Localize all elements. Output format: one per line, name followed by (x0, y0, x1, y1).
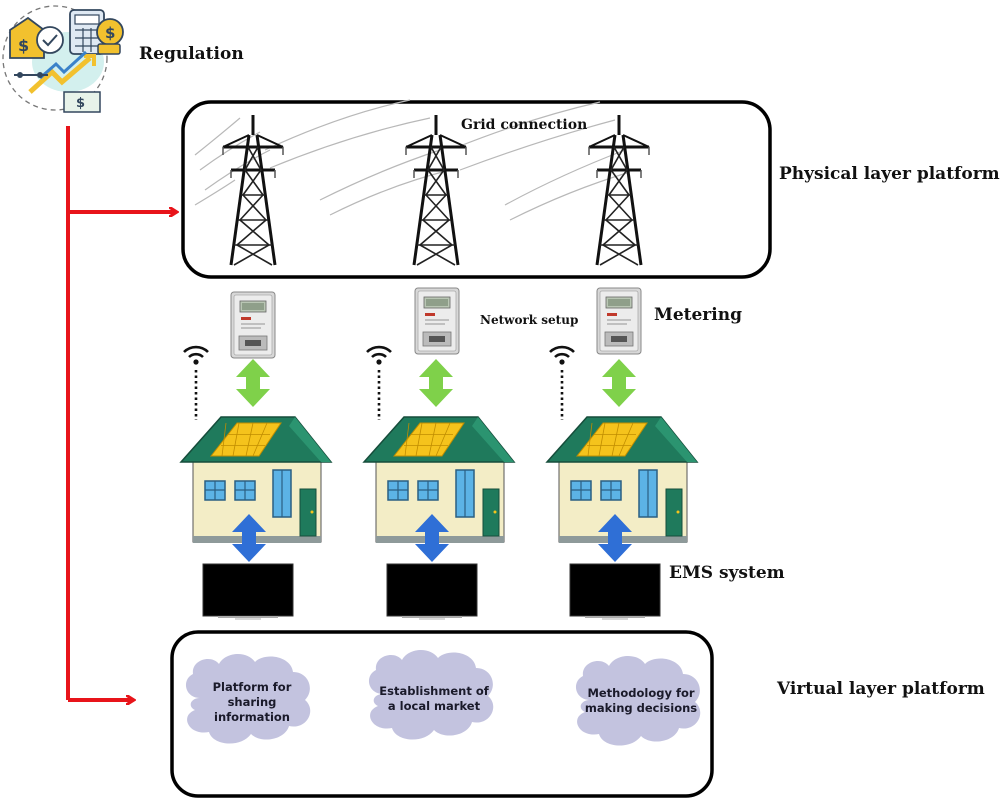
smart-meter-icon (230, 291, 276, 359)
virtual-layer-label: Virtual layer platform (777, 679, 985, 699)
ems-system-label: EMS system (669, 563, 785, 583)
cloud-label-decisions: Methodology for making decisions (584, 686, 698, 715)
wifi-icon (548, 345, 576, 422)
svg-text:$: $ (76, 96, 85, 111)
svg-text:$: $ (18, 36, 29, 55)
cloud-label-local-market: Establishment of a local market (379, 684, 489, 713)
metering-label: Metering (654, 305, 742, 325)
metering-arrow (602, 359, 636, 407)
regulation-icon: $ $ $ (2, 5, 124, 113)
monitor-icon (569, 563, 661, 620)
regulation-label: Regulation (139, 44, 244, 64)
cloud-label-platform: Platform for sharing information (212, 680, 292, 724)
monitor-icon (386, 563, 478, 620)
regulation-connector (66, 126, 176, 700)
network-setup-label: Network setup (480, 313, 579, 327)
svg-text:$: $ (105, 24, 115, 42)
smart-meter-icon (414, 287, 460, 355)
smart-meter-icon (596, 287, 642, 355)
monitor-icon (202, 563, 294, 620)
wifi-icon (365, 345, 393, 422)
power-lines (194, 99, 631, 221)
grid-connection-label: Grid connection (461, 117, 588, 133)
metering-arrow (236, 359, 270, 407)
wifi-icon (182, 345, 210, 422)
physical-layer-label: Physical layer platform (779, 164, 1000, 184)
metering-arrow (419, 359, 453, 407)
